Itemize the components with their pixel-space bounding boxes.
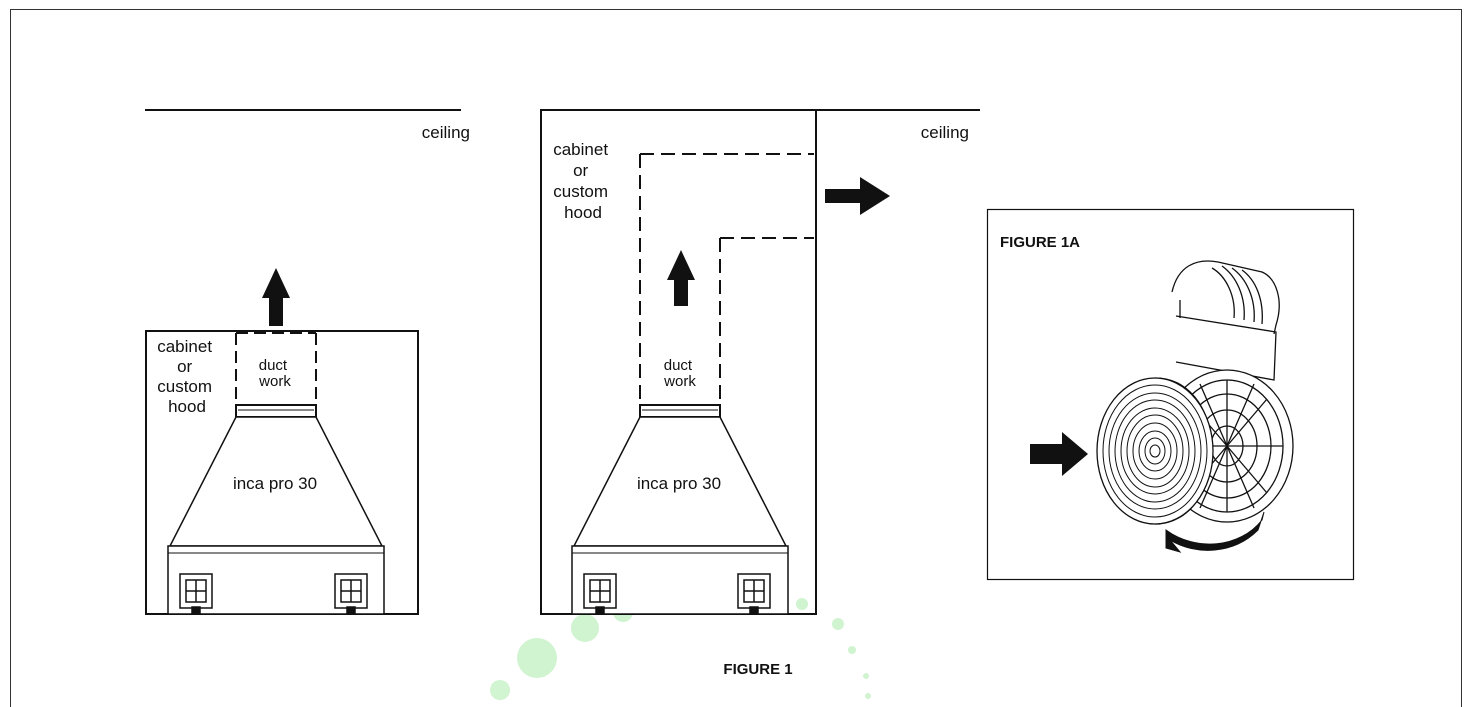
airflow-up-arrow bbox=[667, 250, 695, 306]
airflow-up-arrow bbox=[262, 268, 290, 326]
charcoal-filter-disc bbox=[1096, 377, 1214, 525]
page-frame bbox=[10, 9, 1462, 707]
ceiling-label: ceiling bbox=[921, 123, 969, 142]
ceiling-label: ceiling bbox=[422, 123, 470, 142]
control-knob-left bbox=[179, 573, 213, 614]
duct-work-outline bbox=[639, 153, 814, 404]
figure-caption: FIGURE 1 bbox=[723, 661, 792, 678]
duct-label: duct work bbox=[663, 357, 696, 390]
rotation-arrow bbox=[1165, 511, 1265, 553]
left-diagram: ceiling cabinet or custom hood duct work… bbox=[145, 109, 470, 615]
airflow-right-arrow bbox=[825, 177, 890, 215]
duct-collar bbox=[235, 404, 317, 418]
cabinet-label: cabinet or custom hood bbox=[157, 337, 217, 416]
insert-arrow bbox=[1030, 432, 1088, 476]
hood-label: inca pro 30 bbox=[233, 474, 317, 493]
middle-diagram: ceiling cabinet or custom hood duct work… bbox=[540, 109, 980, 615]
cabinet-label: cabinet or custom hood bbox=[553, 140, 613, 222]
duct-label: duct work bbox=[258, 357, 291, 390]
control-knob-right bbox=[737, 573, 771, 614]
hood-label: inca pro 30 bbox=[637, 474, 721, 493]
inset-title: FIGURE 1A bbox=[1000, 234, 1080, 251]
duct-collar bbox=[639, 404, 721, 418]
inset-figure: FIGURE 1A bbox=[986, 208, 1355, 581]
duct-work-outline bbox=[235, 332, 317, 404]
control-knob-right bbox=[334, 573, 368, 614]
control-knob-left bbox=[583, 573, 617, 614]
